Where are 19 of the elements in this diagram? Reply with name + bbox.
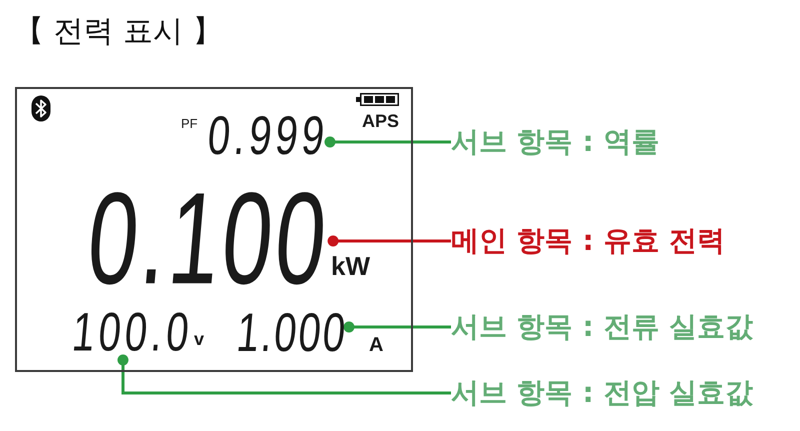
lcd-reading: 1.000: [235, 311, 350, 355]
lcd-reading: 100.0: [70, 311, 195, 360]
leader-line: [118, 354, 451, 394]
unit-label: A: [369, 335, 384, 355]
callout-text: 서브 항목 : 전압 실효값: [451, 376, 754, 410]
leader-line: [344, 322, 451, 332]
callout-text: 서브 항목 : 역률: [451, 125, 660, 159]
callout-text: 서브 항목 : 전류 실효값: [451, 310, 754, 344]
callout-text: 메인 항목 : 유효 전력: [451, 224, 726, 258]
diagram-title: 【 전력 표시 】: [14, 14, 223, 50]
leader-line: [324, 136, 451, 148]
unit-label: v: [194, 330, 204, 348]
leader-line: [328, 236, 451, 246]
mode-indicator-label: APS: [362, 112, 400, 130]
lcd-display-panel: [15, 87, 413, 372]
indicator-label: PF: [181, 117, 198, 130]
lcd-reading: 0.999: [206, 114, 330, 158]
unit-label: kW: [331, 253, 370, 279]
lcd-reading: 0.100: [84, 188, 334, 292]
